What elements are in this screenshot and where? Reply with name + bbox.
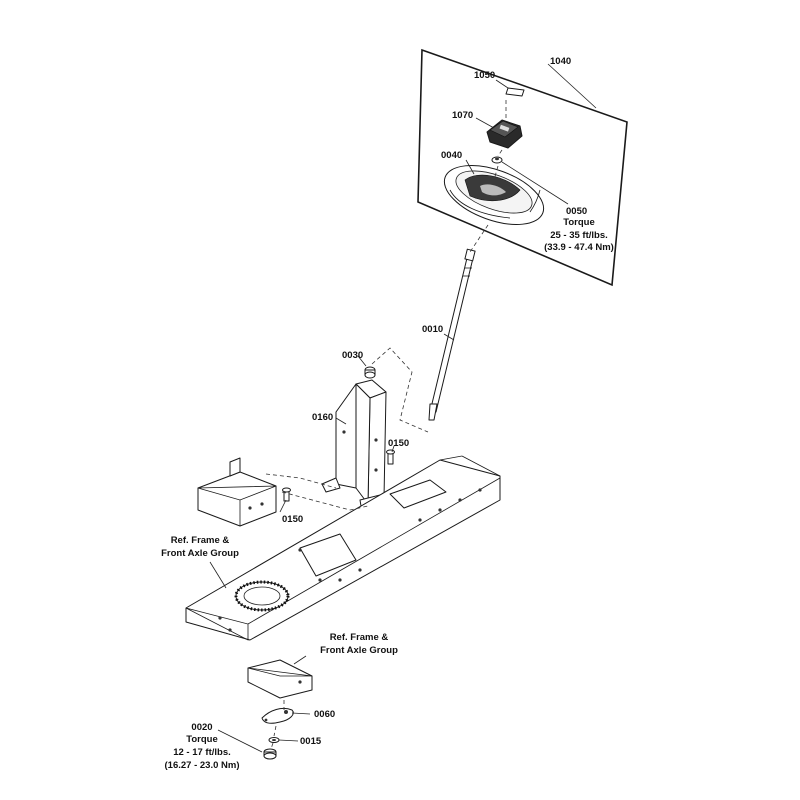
ref-note-right-line2: Front Axle Group xyxy=(320,645,398,656)
part-label-1050: 1050 xyxy=(474,70,495,81)
steering-wheel-kit-box xyxy=(417,48,628,287)
part-label-0050: 0050 xyxy=(566,206,587,217)
bushing-0030 xyxy=(364,366,376,379)
ref-note-right: Ref. Frame & Front Axle Group xyxy=(320,632,398,656)
bolt-0150-upper xyxy=(386,449,395,465)
steering-wheel-0040 xyxy=(443,165,545,225)
part-label-1040: 1040 xyxy=(550,56,571,67)
part-label-0160: 0160 xyxy=(312,412,333,423)
ref-note-left: Ref. Frame & Front Axle Group xyxy=(161,535,239,559)
part-label-0010: 0010 xyxy=(422,324,443,335)
nut-0050 xyxy=(491,156,503,164)
main-frame xyxy=(185,455,501,641)
guide-wheel-shaft xyxy=(469,100,507,253)
part-label-0020: 0020 xyxy=(191,722,212,733)
torque-note-lower-metric: (16.27 - 23.0 Nm) xyxy=(165,760,240,771)
part-label-0150-upper: 0150 xyxy=(388,438,409,449)
nut-0020 xyxy=(263,748,277,760)
ref-note-left-line1: Ref. Frame & xyxy=(171,535,230,546)
guide-lower xyxy=(270,700,285,750)
part-label-0015: 0015 xyxy=(300,736,322,747)
torque-note-upper-metric: (33.9 - 47.4 Nm) xyxy=(544,242,614,253)
part-label-1070: 1070 xyxy=(452,110,473,121)
guide-shaft-support xyxy=(371,347,429,433)
torque-note-lower-range: 12 - 17 ft/lbs. xyxy=(173,747,231,758)
torque-note-lower: Torque 12 - 17 ft/lbs. (16.27 - 23.0 Nm) xyxy=(165,734,240,771)
left-bracket xyxy=(197,457,277,527)
steering-support-0160 xyxy=(321,379,387,513)
center-cap-1070 xyxy=(486,119,523,149)
torque-note-upper: Torque 25 - 35 ft/lbs. (33.9 - 47.4 Nm) xyxy=(544,217,614,253)
part-label-0150-left: 0150 xyxy=(282,514,303,525)
part-label-0030: 0030 xyxy=(342,350,363,361)
torque-note-upper-title: Torque xyxy=(563,217,595,228)
bolt-0150-left xyxy=(282,487,291,502)
steering-shaft-0010 xyxy=(428,248,476,421)
steering-arm-0060 xyxy=(261,707,294,724)
leader-lines xyxy=(209,63,597,753)
washer-0015 xyxy=(268,737,280,743)
ref-note-left-line2: Front Axle Group xyxy=(161,548,239,559)
part-label-0040: 0040 xyxy=(441,150,462,161)
part-label-0060: 0060 xyxy=(314,709,335,720)
ref-note-right-line1: Ref. Frame & xyxy=(330,632,389,643)
guide-left-bracket xyxy=(265,473,369,511)
torque-note-lower-title: Torque xyxy=(186,734,218,745)
lower-bracket xyxy=(247,659,313,699)
decal-1050 xyxy=(505,87,525,97)
torque-note-upper-range: 25 - 35 ft/lbs. xyxy=(550,230,608,241)
